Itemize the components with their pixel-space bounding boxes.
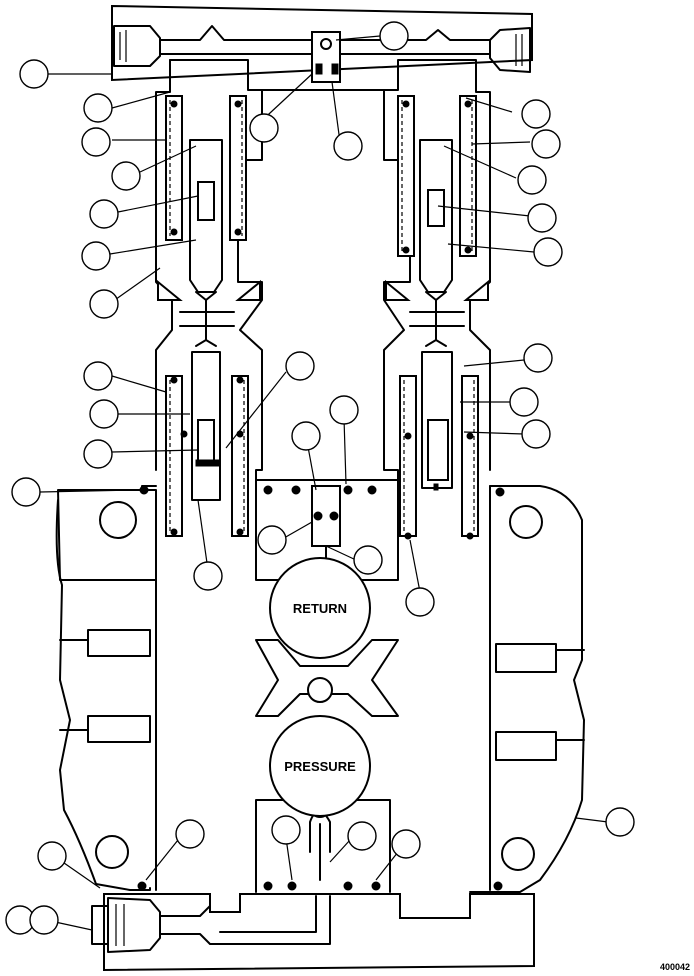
return-port: RETURN bbox=[269, 557, 371, 659]
right-lower-spool bbox=[399, 339, 479, 540]
pressure-port-label: PRESSURE bbox=[284, 759, 356, 774]
callout-balloons bbox=[5, 21, 635, 935]
callout-balloon bbox=[391, 829, 421, 859]
callout-balloon bbox=[523, 343, 553, 373]
callout-balloon bbox=[29, 905, 59, 935]
callout-balloon bbox=[533, 237, 563, 267]
callout-balloon bbox=[19, 59, 49, 89]
callout-balloon bbox=[527, 203, 557, 233]
left-upper-spool bbox=[157, 95, 261, 301]
callout-balloon bbox=[11, 477, 41, 507]
right-upper-spool bbox=[385, 95, 489, 301]
callout-balloon bbox=[257, 525, 287, 555]
callout-balloon bbox=[175, 819, 205, 849]
callout-balloon bbox=[605, 807, 635, 837]
callout-balloon bbox=[193, 561, 223, 591]
callout-balloon bbox=[81, 241, 111, 271]
return-port-label: RETURN bbox=[293, 601, 347, 616]
callout-balloon bbox=[509, 387, 539, 417]
callout-balloon bbox=[249, 113, 279, 143]
callout-balloon bbox=[531, 129, 561, 159]
callout-balloon bbox=[405, 587, 435, 617]
callout-balloon bbox=[89, 289, 119, 319]
figure-id: 400042 bbox=[660, 962, 690, 972]
callout-balloon bbox=[111, 161, 141, 191]
top-cap-block bbox=[111, 4, 533, 83]
callout-balloon bbox=[333, 131, 363, 161]
callout-balloon bbox=[353, 545, 383, 575]
callout-balloon bbox=[347, 821, 377, 851]
callout-leaders bbox=[39, 35, 609, 931]
callout-balloon bbox=[517, 165, 547, 195]
pressure-port: PRESSURE bbox=[269, 715, 371, 817]
callout-balloon bbox=[285, 351, 315, 381]
callout-balloon bbox=[329, 395, 359, 425]
callout-balloon bbox=[521, 99, 551, 129]
left-lower-spool bbox=[165, 339, 249, 537]
callout-balloon bbox=[89, 199, 119, 229]
callout-balloon bbox=[37, 841, 67, 871]
bottom-plate bbox=[91, 893, 535, 972]
callout-balloon bbox=[81, 127, 111, 157]
callout-balloon bbox=[83, 93, 113, 123]
callout-balloon bbox=[83, 361, 113, 391]
callout-balloon bbox=[271, 815, 301, 845]
callout-balloon bbox=[521, 419, 551, 449]
callout-balloon bbox=[89, 399, 119, 429]
callout-balloon bbox=[379, 21, 409, 51]
callout-balloon bbox=[83, 439, 113, 469]
cross-passages bbox=[179, 299, 465, 341]
callout-balloon bbox=[291, 421, 321, 451]
